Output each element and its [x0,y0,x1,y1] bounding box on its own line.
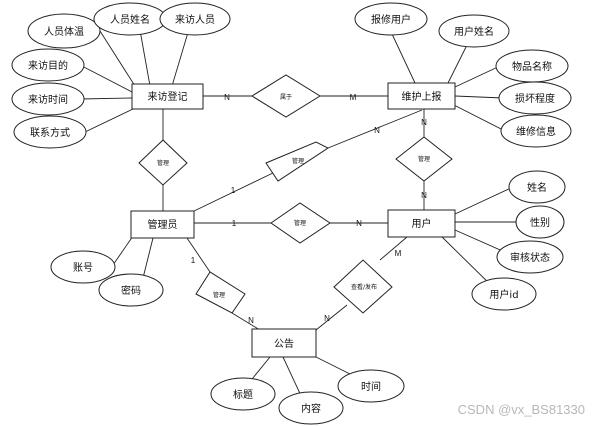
svg-text:公告: 公告 [274,337,294,350]
attr-purpose: 来访目的 [11,48,85,82]
svg-text:管理: 管理 [157,159,169,167]
svg-text:来访人员: 来访人员 [175,14,215,26]
attr-title: 标题 [210,377,276,411]
entity-visit-register: 来访登记 [131,83,204,110]
card-admin-notice-one: 1 [191,256,196,265]
attr-content: 内容 [278,391,344,425]
attr-review-status: 审核状态 [496,240,564,274]
cardinality-labels: N M N 1 N N 1 N M N 1 N [191,93,427,325]
svg-text:标题: 标题 [233,389,253,401]
svg-text:管理员: 管理员 [148,218,178,231]
svg-text:用户: 用户 [412,217,432,230]
svg-text:管理: 管理 [292,157,304,165]
svg-text:人员体温: 人员体温 [44,26,84,38]
svg-text:管理: 管理 [418,155,430,163]
svg-text:内容: 内容 [301,402,321,415]
svg-text:来访登记: 来访登记 [148,90,188,103]
svg-text:密码: 密码 [121,284,141,297]
svg-text:报修用户: 报修用户 [371,13,411,26]
attr-report-user-name: 用户姓名 [438,14,510,48]
attr-time: 时间 [337,369,405,403]
attr-visit-time: 来访时间 [11,82,85,116]
attr-user-name: 姓名 [508,170,566,204]
card-admin-user-one: 1 [232,219,237,228]
card-admin-repair: N [374,126,380,135]
watermark: CSDN @vx_BS81330 [458,402,585,417]
attr-temperature: 人员体温 [27,13,101,49]
svg-text:维护上报: 维护上报 [402,90,442,103]
svg-text:姓名: 姓名 [527,181,547,194]
entity-repair-report: 维护上报 [387,82,456,110]
svg-text:性别: 性别 [530,216,550,229]
attr-reporter: 报修用户 [354,2,428,36]
card-belongs-left: N [224,93,230,102]
svg-text:人员姓名: 人员姓名 [110,13,150,26]
attr-account: 账号 [50,250,116,284]
svg-text:联系方式: 联系方式 [30,126,70,139]
attr-item-name: 物品名称 [495,49,569,83]
svg-text:审核状态: 审核状态 [510,251,550,264]
attr-user-id: 用户id [471,277,537,311]
svg-text:用户姓名: 用户姓名 [454,25,494,38]
svg-text:维修信息: 维修信息 [516,125,556,138]
entity-user: 用户 [387,209,456,238]
attr-visitor: 来访人员 [159,2,231,36]
relationship-manage-user: 管理 [270,202,331,244]
relationship-manage-repair: 管理 [265,141,329,182]
card-repair-user-n: N [421,118,427,127]
relationship-view-publish: 查看/发布 [333,259,393,314]
entity-admin: 管理员 [130,210,195,239]
card-admin-notice-n: N [248,316,254,325]
svg-text:管理: 管理 [213,291,225,299]
attr-contact: 联系方式 [13,115,87,149]
card-admin-user-n: N [356,219,362,228]
svg-text:账号: 账号 [73,262,93,274]
svg-text:属于: 属于 [280,94,292,101]
card-user-notice-m: M [395,249,402,258]
svg-text:损坏程度: 损坏程度 [515,92,555,105]
attr-password: 密码 [98,273,164,307]
card-admin-repair-one: 1 [231,186,236,195]
relationship-manage-notice: 管理 [195,271,246,314]
svg-text:管理: 管理 [294,219,306,227]
entity-notice: 公告 [251,328,317,358]
attr-person-name: 人员姓名 [93,2,167,36]
svg-text:时间: 时间 [361,380,381,393]
relationship-belongs: 属于 [251,74,321,118]
card-repair-user-m: N [421,191,427,200]
svg-text:来访目的: 来访目的 [28,59,68,72]
svg-text:物品名称: 物品名称 [512,60,552,73]
relationship-manage-visit: 管理 [138,139,188,186]
svg-text:用户id: 用户id [489,288,518,301]
card-belongs-right: M [350,93,357,102]
relationship-manage-repair-user: 管理 [395,136,453,182]
svg-text:查看/发布: 查看/发布 [351,283,377,291]
attr-repair-info: 维修信息 [500,114,572,148]
card-user-notice-n: N [324,314,330,323]
svg-text:来访时间: 来访时间 [28,93,68,106]
attr-damage: 损坏程度 [498,81,572,115]
attr-gender: 性别 [515,205,565,239]
